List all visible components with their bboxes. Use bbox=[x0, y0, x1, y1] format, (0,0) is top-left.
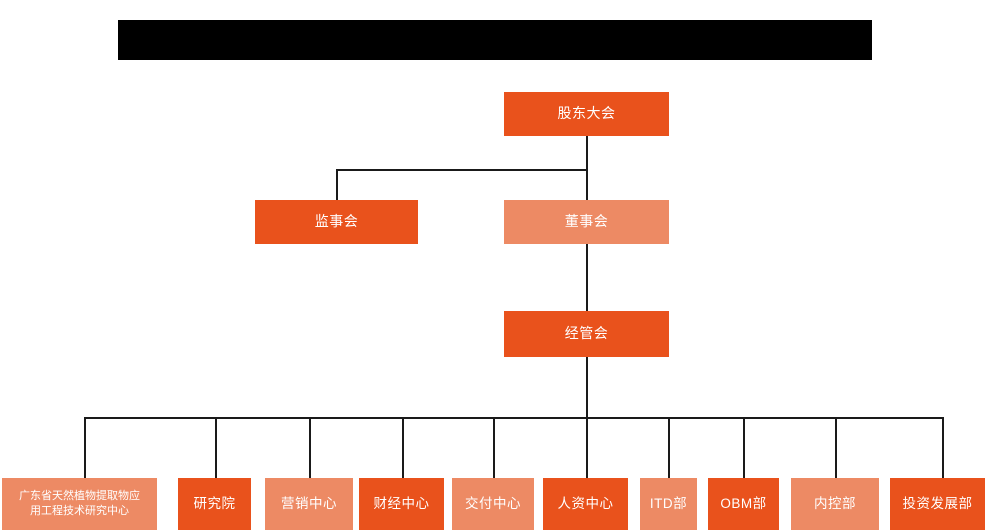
connector-drop-delivery-center bbox=[493, 417, 495, 478]
org-node-internal-control-department[interactable]: 内控部 bbox=[791, 478, 879, 530]
org-node-management-committee[interactable]: 经管会 bbox=[504, 311, 669, 357]
org-node-marketing-center[interactable]: 营销中心 bbox=[265, 478, 353, 530]
connector-supervisors-drop bbox=[336, 169, 338, 200]
org-node-finance-center[interactable]: 财经中心 bbox=[359, 478, 444, 530]
org-node-obm-department[interactable]: OBM部 bbox=[708, 478, 779, 530]
connector-drop-obm-department bbox=[743, 417, 745, 478]
org-node-label-board-of-directors: 董事会 bbox=[564, 213, 609, 230]
org-node-itd-department[interactable]: ITD部 bbox=[640, 478, 697, 530]
org-node-label-board-of-supervisors: 监事会 bbox=[314, 213, 359, 230]
org-node-label-hr-center: 人资中心 bbox=[557, 495, 614, 511]
connector-drop-hr-center bbox=[586, 417, 588, 478]
connector-department-bus bbox=[84, 417, 943, 419]
org-node-label-delivery-center: 交付中心 bbox=[465, 495, 521, 511]
org-node-label-research-institute: 研究院 bbox=[193, 495, 236, 511]
org-node-board-of-supervisors[interactable]: 监事会 bbox=[255, 200, 418, 244]
org-node-delivery-center[interactable]: 交付中心 bbox=[452, 478, 534, 530]
org-node-label-management-committee: 经管会 bbox=[564, 325, 609, 342]
redacted-title-bar bbox=[118, 20, 872, 60]
org-node-label-shareholders-meeting: 股东大会 bbox=[557, 105, 616, 122]
org-node-guangdong-research-center[interactable]: 广东省天然植物提取物应用工程技术研究中心 bbox=[2, 478, 157, 530]
connector-management-to-bus bbox=[586, 357, 588, 418]
connector-drop-marketing-center bbox=[309, 417, 311, 478]
org-node-label-obm-department: OBM部 bbox=[720, 495, 767, 511]
org-node-label-finance-center: 财经中心 bbox=[373, 495, 430, 511]
connector-directors-drop bbox=[586, 169, 588, 200]
connector-drop-finance-center bbox=[402, 417, 404, 478]
org-node-label-internal-control-department: 内控部 bbox=[814, 495, 856, 511]
connector-drop-internal-control-department bbox=[835, 417, 837, 478]
connector-drop-guangdong-research-center bbox=[84, 417, 86, 478]
org-node-label-itd-department: ITD部 bbox=[649, 495, 688, 511]
org-node-hr-center[interactable]: 人资中心 bbox=[543, 478, 628, 530]
connector-drop-research-institute bbox=[215, 417, 217, 478]
org-node-label-marketing-center: 营销中心 bbox=[281, 495, 337, 511]
org-node-shareholders-meeting[interactable]: 股东大会 bbox=[504, 92, 669, 136]
connector-drop-investment-development-department bbox=[942, 417, 944, 478]
connector-drop-itd-department bbox=[668, 417, 670, 478]
org-node-label-investment-development-department: 投资发展部 bbox=[902, 495, 973, 511]
org-node-research-institute[interactable]: 研究院 bbox=[178, 478, 251, 530]
connector-directors-to-management bbox=[586, 244, 588, 311]
org-node-investment-development-department[interactable]: 投资发展部 bbox=[890, 478, 985, 530]
org-node-board-of-directors[interactable]: 董事会 bbox=[504, 200, 669, 244]
connector-junction-horizontal-to-supervisors bbox=[336, 169, 587, 171]
connector-shareholders-down-to-junction bbox=[586, 136, 588, 200]
org-node-label-guangdong-research-center: 广东省天然植物提取物应用工程技术研究中心 bbox=[19, 490, 140, 517]
